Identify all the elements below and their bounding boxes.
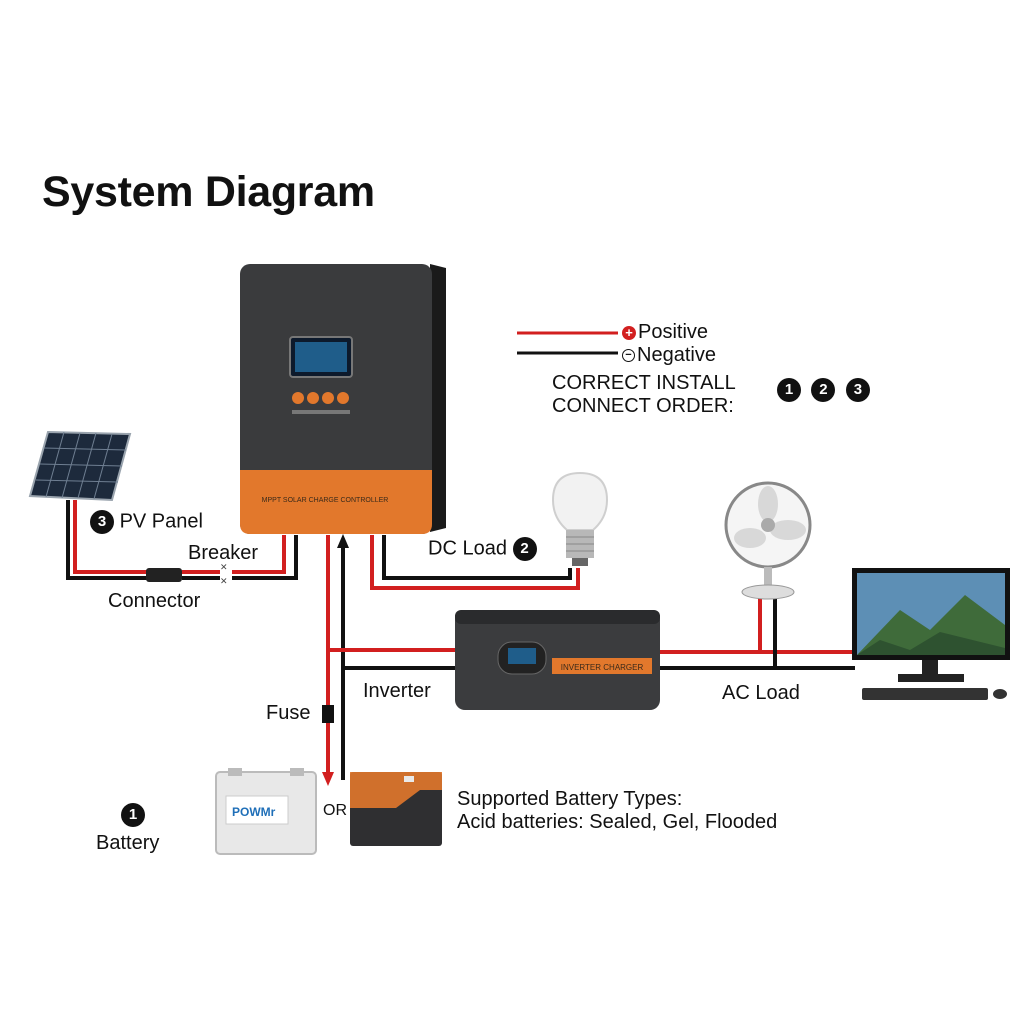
step-1-badge: 1 [121,803,145,827]
battery-types-heading: Supported Battery Types: [457,788,683,810]
plus-icon: + [622,325,636,340]
inverter-band-text: INVERTER CHARGER [561,663,644,672]
minus-icon: − [622,349,635,363]
light-bulb-icon [551,471,609,566]
lead-acid-battery-icon: POWMr [215,768,317,855]
connect-order-steps: 1 2 3 [777,378,870,402]
page-title: System Diagram [42,168,375,216]
step-2-badge: 2 [811,378,836,402]
ac-load-wires [658,598,855,670]
ac-load-label: AC Load [722,682,800,704]
mc4-connector-icon [146,568,182,582]
step-2-badge: 2 [512,537,537,561]
battery-wires [322,534,458,786]
svg-text:✕: ✕ [220,576,228,586]
pv-panel-label: 3 PV Panel [90,510,203,534]
fuse-label: Fuse [266,702,311,724]
fan-icon [724,481,812,600]
battery-types-list: Acid batteries: Sealed, Gel, Flooded [457,811,778,833]
fuse-icon [322,705,334,723]
step-1-badge: 1 [777,378,801,402]
connect-order-line1: CORRECT INSTALL [552,372,736,394]
lithium-battery-icon [350,772,442,846]
battery-brand-text: POWMr [232,805,276,819]
battery-label: Battery [96,832,160,854]
pv-wires: ✕ ✕ [66,500,298,586]
charge-controller-icon: MPPT SOLAR CHARGE CONTROLLER [240,264,446,534]
breaker-switch-icon: ✕ [220,562,228,572]
breaker-label: Breaker [188,542,259,564]
dc-load-label: DC Load 2 [428,537,537,561]
legend-positive: +Positive [622,322,708,342]
legend-positive-label: Positive [638,321,709,343]
connect-order-line2: CONNECT ORDER: [552,395,734,417]
or-label: OR [323,802,347,819]
inverter-label: Inverter [363,680,431,702]
legend-negative: −Negative [622,345,716,365]
solar-panel-icon [28,430,132,502]
legend-negative-label: Negative [637,344,716,366]
step-3-badge: 3 [90,510,114,534]
dc-load-wires [370,535,580,590]
connector-label: Connector [108,590,201,612]
controller-band-text: MPPT SOLAR CHARGE CONTROLLER [262,497,389,504]
step-3-badge: 3 [845,378,870,402]
inverter-device-icon: INVERTER CHARGER [455,610,660,710]
computer-monitor-icon [852,568,1010,700]
